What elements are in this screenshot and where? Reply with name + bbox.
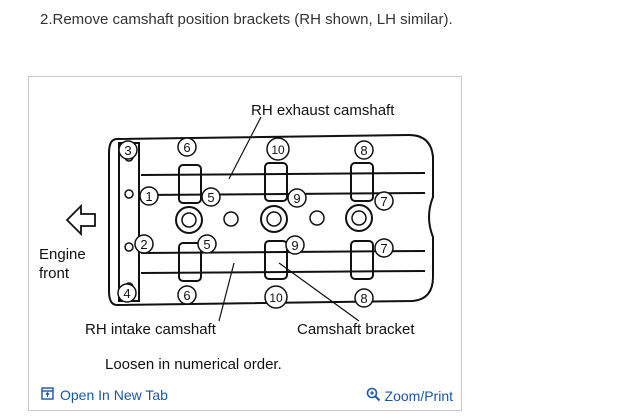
bearing-cap: [178, 242, 202, 282]
svg-text:10: 10: [269, 291, 283, 305]
svg-text:7: 7: [380, 241, 387, 256]
bearing-cap: [350, 240, 374, 280]
svg-text:5: 5: [203, 237, 210, 252]
bearing-cap: [350, 162, 374, 202]
svg-text:8: 8: [360, 143, 367, 158]
callout-3: 3: [118, 140, 138, 160]
bracket-leader-line: [278, 262, 360, 322]
step-instruction: 2.Remove camshaft position brackets (RH …: [40, 11, 453, 28]
bearing-cap: [264, 240, 288, 280]
zoom-print-link[interactable]: Zoom/Print: [366, 387, 453, 405]
plug-hole-inner: [351, 210, 367, 226]
plug-hole-inner: [181, 212, 197, 228]
callout-6-top: 6: [177, 137, 197, 157]
bolt-hole: [309, 210, 325, 226]
callout-1: 1: [139, 186, 159, 206]
svg-text:5: 5: [207, 190, 214, 205]
svg-text:6: 6: [183, 140, 190, 155]
intake-leader-line: [218, 262, 235, 322]
plug-hole: [345, 204, 373, 232]
exhaust-leader-line: [228, 116, 262, 180]
svg-text:1: 1: [145, 189, 152, 204]
callout-10-bottom: 10: [264, 285, 288, 309]
bearing-cap: [178, 164, 202, 204]
plug-hole: [260, 205, 288, 233]
bolt-hole: [124, 242, 134, 252]
callout-9-top: 9: [287, 188, 307, 208]
bolt-hole: [124, 189, 134, 199]
arrow-left-icon: [65, 203, 96, 237]
svg-text:7: 7: [380, 194, 387, 209]
callout-9-bottom: 9: [285, 235, 305, 255]
intake-camshaft-label: RH intake camshaft: [85, 321, 217, 338]
zoom-print-label: Zoom/Print: [384, 388, 453, 404]
cylinder-head-outline: [108, 133, 434, 307]
intake-camshaft-line-bottom: [140, 270, 426, 274]
callout-8-top: 8: [354, 140, 374, 160]
svg-text:3: 3: [124, 143, 131, 158]
callout-7-bottom: 7: [374, 238, 394, 258]
diagram-frame: 3 1 2 4 6 5 10 9 8 7 5 6 9 10 7 8 RH exh…: [28, 76, 462, 411]
svg-text:9: 9: [291, 238, 298, 253]
svg-text:6: 6: [183, 288, 190, 303]
callout-7-top: 7: [374, 191, 394, 211]
callout-8-bottom: 8: [354, 288, 374, 308]
svg-text:2: 2: [140, 237, 147, 252]
front-label: front: [39, 265, 70, 282]
open-in-new-tab-label: Open In New Tab: [60, 387, 168, 403]
diagram-caption: Loosen in numerical order.: [105, 356, 282, 373]
bearing-cap: [264, 162, 288, 202]
svg-text:10: 10: [271, 143, 285, 157]
open-in-new-tab-link[interactable]: Open In New Tab: [41, 387, 168, 403]
camshaft-diagram: 3 1 2 4 6 5 10 9 8 7 5 6 9 10 7 8 RH exh…: [39, 102, 434, 373]
diagram-footer: Open In New Tab Zoom/Print: [29, 382, 461, 410]
callout-6-bottom: 6: [177, 285, 197, 305]
plug-hole: [175, 206, 203, 234]
left-bracket-strip: [118, 142, 140, 302]
engine-label: Engine: [39, 246, 86, 263]
new-tab-icon: [41, 387, 54, 403]
svg-text:4: 4: [123, 286, 130, 301]
callout-5-bottom: 5: [197, 234, 217, 254]
callout-2: 2: [134, 234, 154, 254]
svg-text:9: 9: [293, 191, 300, 206]
exhaust-camshaft-line-bottom: [140, 192, 426, 196]
bolt-hole: [223, 211, 239, 227]
callout-5-top: 5: [201, 187, 221, 207]
svg-text:8: 8: [360, 291, 367, 306]
camshaft-bracket-label: Camshaft bracket: [297, 321, 415, 338]
exhaust-camshaft-label: RH exhaust camshaft: [251, 102, 395, 119]
plug-hole-inner: [266, 211, 282, 227]
callout-4: 4: [117, 283, 137, 303]
magnifier-icon: [366, 387, 381, 405]
exhaust-camshaft-line-top: [140, 172, 426, 176]
callout-10-top: 10: [266, 137, 290, 161]
